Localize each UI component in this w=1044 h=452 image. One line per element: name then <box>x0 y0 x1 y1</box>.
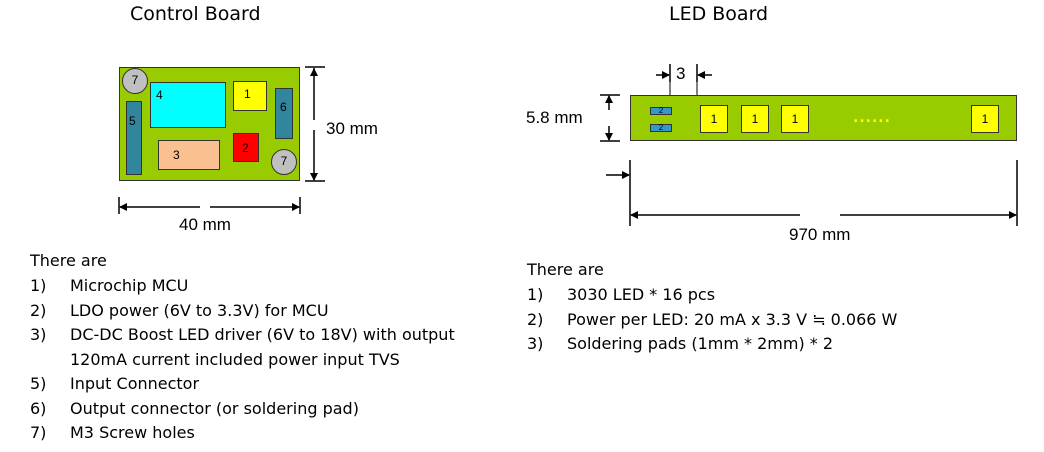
led-chip: 1 <box>971 105 999 133</box>
list-item: 5) Input Connector <box>30 372 455 397</box>
list-item: 2) Power per LED: 20 mA x 3.3 V ≒ 0.066 W <box>527 308 897 333</box>
control-intro: There are <box>30 251 107 270</box>
list-item: 3) Soldering pads (1mm * 2mm) * 2 <box>527 332 897 357</box>
list-item-text: Soldering pads (1mm * 2mm) * 2 <box>567 334 834 353</box>
list-item-number: 6) <box>30 398 47 418</box>
list-item-number: 3) <box>527 334 544 353</box>
list-item: 6) Output connector (or soldering pad) <box>30 397 455 422</box>
list-item-text: Power per LED: 20 mA x 3.3 V ≒ 0.066 W <box>567 309 898 329</box>
list-item: 1) 3030 LED * 16 pcs <box>527 283 897 308</box>
list-item-text: LDO power (6V to 3.3V) for MCU <box>70 300 329 320</box>
soldering-pad: 2 <box>650 107 672 115</box>
led-intro: There are <box>527 260 604 279</box>
control-height-label: 30 mm <box>326 119 378 138</box>
list-item-text: Microchip MCU <box>70 276 189 295</box>
list-item-text: 120mA current included power input TVS <box>70 349 400 369</box>
list-item-number: 2) <box>30 300 47 320</box>
list-item: 1) Microchip MCU <box>30 274 455 299</box>
control-width-label: 40 mm <box>179 215 231 234</box>
led-board-title: LED Board <box>669 3 769 25</box>
control-board: 4 1 5 6 3 2 7 7 <box>119 67 300 181</box>
list-item: 2) LDO power (6V to 3.3V) for MCU <box>30 299 455 324</box>
list-item-number: 5) <box>30 374 47 393</box>
led-chip: 1 <box>741 105 769 133</box>
screw-hole-top: 7 <box>122 68 148 94</box>
list-item-number: 2) <box>527 309 544 329</box>
list-item: 7) M3 Screw holes <box>30 421 455 446</box>
ldo-component: 1 <box>233 81 267 111</box>
list-item: 120mA current included power input TVS <box>30 348 455 373</box>
list-item: 3) DC-DC Boost LED driver (6V to 18V) wit… <box>30 323 455 348</box>
led-length-label: 970 mm <box>789 225 851 244</box>
mcu-component: 4 <box>150 82 226 128</box>
list-item-number: 3) <box>30 325 47 344</box>
list-item-number: 7) <box>30 423 47 442</box>
screw-hole-bottom: 7 <box>271 149 297 175</box>
led-height-label: 5.8 mm <box>526 108 583 127</box>
led-spec-list: 1) 3030 LED * 16 pcs 2) Power per LED: 20 … <box>527 283 897 357</box>
led-chip: 1 <box>700 105 728 133</box>
control-component-list: 1) Microchip MCU 2) LDO power (6V to 3.3V)… <box>30 274 455 446</box>
tvs-component: 2 <box>233 133 259 162</box>
output-connector: 6 <box>275 88 293 139</box>
control-board-title: Control Board <box>130 3 261 25</box>
boost-driver-component: 3 <box>158 140 220 170</box>
list-item-text: Output connector (or soldering pad) <box>70 398 359 418</box>
led-chip: 1 <box>781 105 809 133</box>
list-item-text: DC-DC Boost LED driver (6V to 18V) with … <box>70 325 455 344</box>
list-item-text: 3030 LED * 16 pcs <box>567 285 716 304</box>
list-item-text: Input Connector <box>70 374 200 393</box>
list-item-number: 1) <box>527 285 544 304</box>
list-item-number: 1) <box>30 276 47 295</box>
led-board: 2 2 1 1 1 ...... 1 <box>630 95 1017 141</box>
led-spacing-label: 3 <box>676 64 686 83</box>
led-ellipsis: ...... <box>853 110 891 126</box>
soldering-pad: 2 <box>650 124 672 132</box>
input-connector: 5 <box>126 101 142 175</box>
list-item-text: M3 Screw holes <box>70 423 195 442</box>
